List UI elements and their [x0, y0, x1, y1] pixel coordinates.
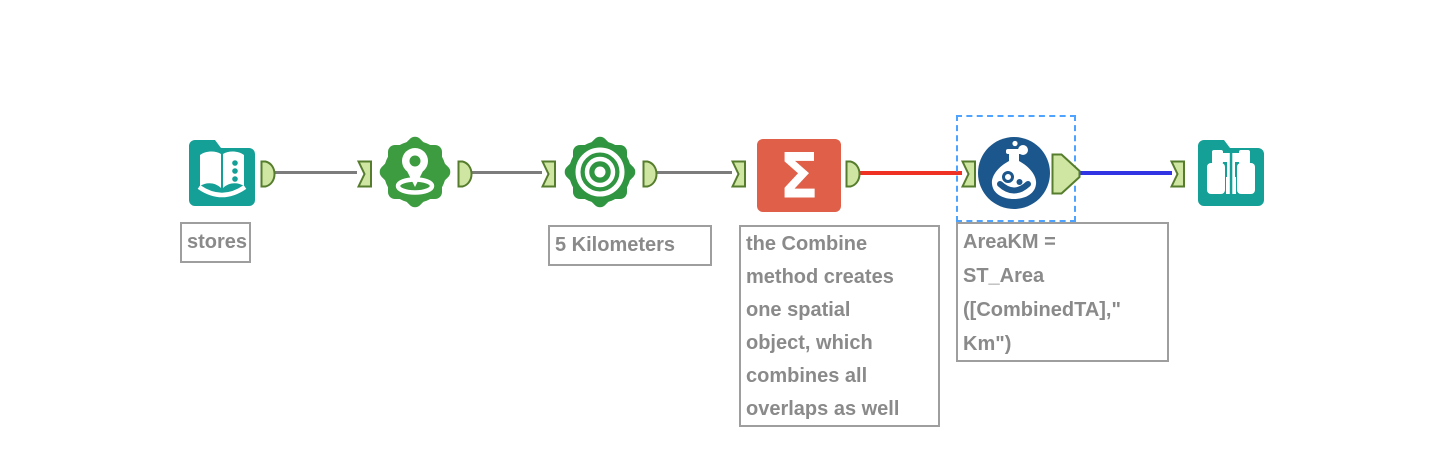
wire-points-to-tradearea[interactable] — [472, 171, 542, 174]
output-anchor[interactable] — [845, 160, 861, 188]
book-input-icon — [189, 140, 255, 206]
binoculars-icon — [1198, 140, 1264, 206]
wire-input-to-points[interactable] — [275, 171, 357, 174]
input-anchor[interactable] — [1170, 160, 1186, 188]
wire-formula-to-browse[interactable] — [1080, 171, 1172, 175]
tool-create-points[interactable] — [375, 132, 455, 212]
tool-browse[interactable] — [1195, 137, 1267, 209]
annotation-trade-area[interactable]: 5 Kilometers — [548, 225, 712, 266]
sigma-glyph: Σ — [779, 138, 819, 213]
input-anchor[interactable] — [357, 160, 373, 188]
annotation-text: 5 Kilometers — [555, 234, 676, 256]
output-anchor[interactable] — [457, 160, 473, 188]
input-anchor[interactable] — [731, 160, 747, 188]
annotation-summarize[interactable]: the Combine method creates one spatial o… — [739, 225, 940, 427]
output-anchor[interactable] — [260, 160, 276, 188]
tool-trade-area[interactable] — [560, 132, 640, 212]
flask-icon — [978, 137, 1050, 209]
annotation-input-data[interactable]: stores — [180, 222, 251, 263]
output-anchor[interactable] — [642, 160, 658, 188]
sigma-icon: Σ — [757, 139, 841, 212]
map-pin-icon — [379, 136, 451, 208]
output-anchor-selected[interactable] — [1051, 153, 1082, 195]
tool-formula[interactable] — [978, 137, 1050, 209]
tool-input-data[interactable] — [186, 137, 258, 209]
tool-summarize[interactable]: Σ — [757, 139, 841, 212]
wire-summarize-to-formula[interactable] — [859, 171, 962, 175]
wire-tradearea-to-summarize[interactable] — [656, 171, 732, 174]
bullseye-icon — [564, 136, 636, 208]
input-anchor[interactable] — [961, 160, 977, 188]
annotation-text: stores — [187, 231, 248, 253]
input-anchor[interactable] — [541, 160, 557, 188]
annotation-formula[interactable]: AreaKM = ST_Area ([CombinedTA]," Km") — [956, 222, 1169, 362]
